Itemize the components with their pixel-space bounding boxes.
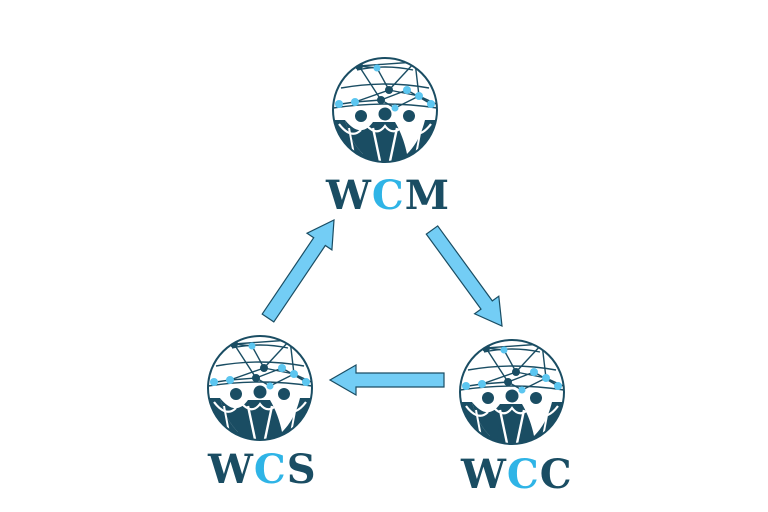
label-letter: C [539, 451, 573, 498]
node-label-wcs: WCS [208, 450, 317, 490]
node-label-wcc: WCC [461, 455, 573, 495]
label-letter: W [461, 451, 507, 498]
arrow-wcc-to-wcs [328, 363, 445, 397]
label-letter: C [506, 451, 540, 498]
wcs-logo-icon [208, 336, 320, 449]
wcm-logo-icon [333, 58, 445, 171]
arrow-wcm-to-wcc [425, 225, 503, 327]
label-letter: C [253, 446, 287, 493]
label-letter: S [286, 446, 317, 493]
label-letter: W [208, 446, 254, 493]
cycle-arrows [261, 219, 503, 397]
node-label-wcm: WCM [326, 176, 450, 216]
wcc-logo-icon [460, 340, 572, 453]
label-letter: C [371, 172, 405, 219]
label-letter: W [326, 172, 372, 219]
label-letter: M [404, 172, 451, 219]
arrow-wcs-to-wcm [261, 219, 335, 323]
